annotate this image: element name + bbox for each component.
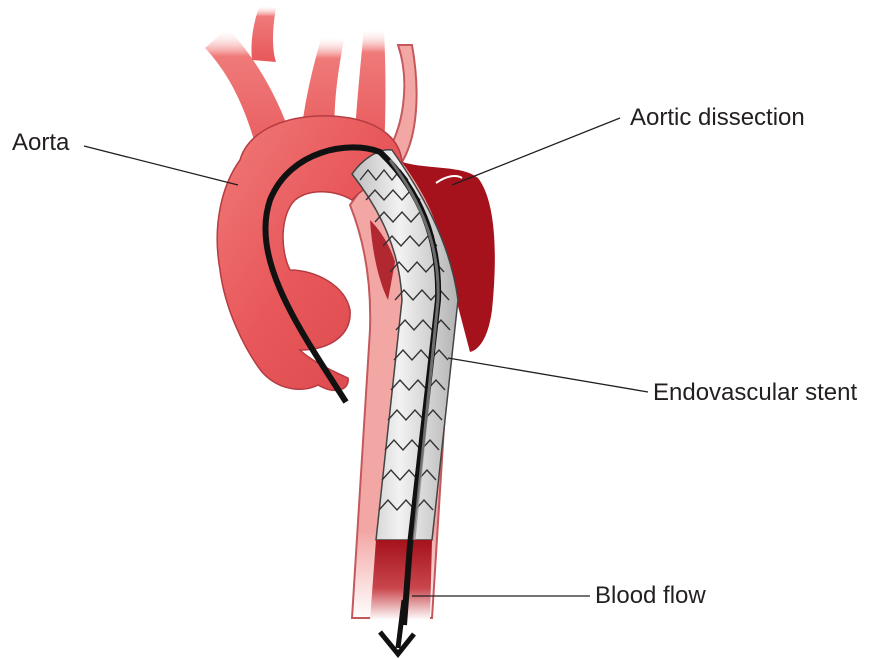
leader-line-stent [448, 358, 648, 392]
label-blood-flow: Blood flow [595, 584, 706, 608]
label-aorta: Aorta [12, 131, 69, 155]
label-aortic-dissection: Aortic dissection [630, 106, 805, 130]
carotid-artery [251, 5, 276, 62]
leader-line-dissection [452, 118, 620, 185]
leader-line-aorta [84, 146, 238, 185]
label-endovascular-stent: Endovascular stent [653, 381, 857, 405]
